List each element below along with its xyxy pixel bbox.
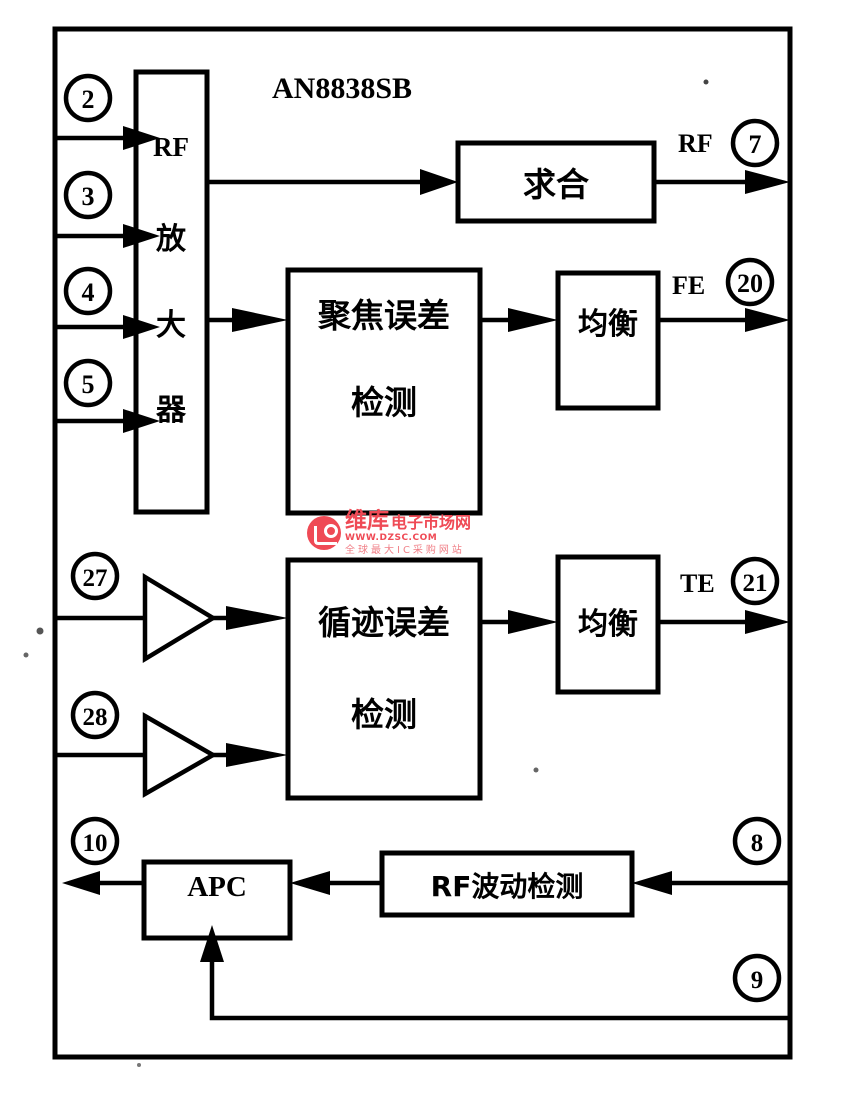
tracking-error-detect-label-1: 循迹误差 (318, 603, 450, 642)
pin-4-label: 4 (82, 278, 95, 307)
pin-4-circle (63, 266, 113, 316)
pin-28-circle (70, 690, 120, 740)
scan-speck-2 (36, 627, 44, 635)
pin-28-label: 28 (83, 704, 108, 731)
rf-amplifier-label-qi: 器 (155, 393, 187, 428)
block-equalizer-fe (555, 270, 661, 411)
arrow-pin9-into-apc (200, 925, 224, 962)
scan-speck-4 (533, 767, 539, 773)
pin-9-label: 9 (751, 967, 764, 994)
summing-label: 求合 (523, 165, 589, 204)
tracking-amp-1 (142, 573, 218, 663)
pin-2-circle (63, 73, 113, 123)
arrow-fe-out (745, 308, 790, 332)
page-title: AN8838SB (272, 72, 412, 105)
block-summing (455, 140, 657, 224)
pin-20-circle (725, 257, 775, 307)
tracking-amp-2 (142, 712, 218, 798)
arrow-amp1-to-tracking (226, 606, 288, 630)
pin-5-label: 5 (82, 370, 95, 399)
signal-label-te: TE (680, 569, 715, 598)
pin-3-circle (63, 170, 113, 220)
block-tracking-error-detect (285, 557, 483, 801)
arrow-amp2-to-tracking (226, 743, 288, 767)
pin-10-label: 10 (83, 830, 108, 857)
equalizer-te-label: 均衡 (578, 607, 638, 642)
pin-3-label: 3 (82, 182, 95, 211)
arrow-to-equalizer-te (508, 610, 558, 634)
focus-error-detect-label-2: 检测 (351, 383, 417, 422)
pin-20-label: 20 (737, 269, 763, 298)
scan-speck-5 (137, 1063, 141, 1067)
pin-27-label: 27 (83, 565, 108, 592)
pin-21-label: 21 (743, 570, 768, 597)
wire-pin9-to-apc (209, 962, 790, 1021)
pin-7-label: 7 (749, 130, 762, 159)
arrow-apc-out-left (62, 871, 100, 895)
arrow-pin8-to-ripple (632, 871, 672, 895)
scan-speck-1 (703, 79, 709, 85)
block-apc (141, 859, 293, 941)
apc-label: APC (187, 871, 247, 903)
signal-label-fe: FE (672, 271, 705, 300)
pin-9-circle (732, 953, 782, 1003)
signal-label-rf: RF (678, 129, 713, 158)
block-equalizer-te (555, 554, 661, 695)
arrow-to-focus-detect (232, 308, 288, 332)
tracking-error-detect-label-2: 检测 (351, 695, 417, 734)
rf-amplifier-label-da: 大 (156, 308, 186, 343)
arrow-rf-out (745, 170, 790, 194)
pin-7-circle (730, 118, 780, 168)
equalizer-fe-label: 均衡 (578, 307, 638, 342)
arrow-to-summing (420, 169, 458, 195)
pin-27-circle (70, 551, 120, 601)
rf-ripple-detect-label: RF波动检测 (431, 870, 584, 903)
pin-5-circle (63, 358, 113, 408)
focus-error-detect-label-1: 聚焦误差 (317, 296, 450, 335)
block-focus-error-detect (285, 267, 483, 516)
block-rf-amplifier (133, 69, 210, 515)
arrow-te-out (745, 610, 790, 634)
arrow-ripple-to-apc (290, 871, 330, 895)
pin-8-circle (732, 816, 782, 866)
rf-amplifier-label-rf: RF (153, 132, 189, 162)
rf-amplifier-label-fang: 放 (155, 222, 187, 257)
pin-10-circle (70, 816, 120, 866)
pin-21-circle (730, 556, 780, 606)
scan-speck-3 (23, 652, 29, 658)
pin-8-label: 8 (751, 830, 764, 857)
arrow-to-equalizer-fe (508, 308, 558, 332)
pin-2-label: 2 (82, 85, 95, 114)
